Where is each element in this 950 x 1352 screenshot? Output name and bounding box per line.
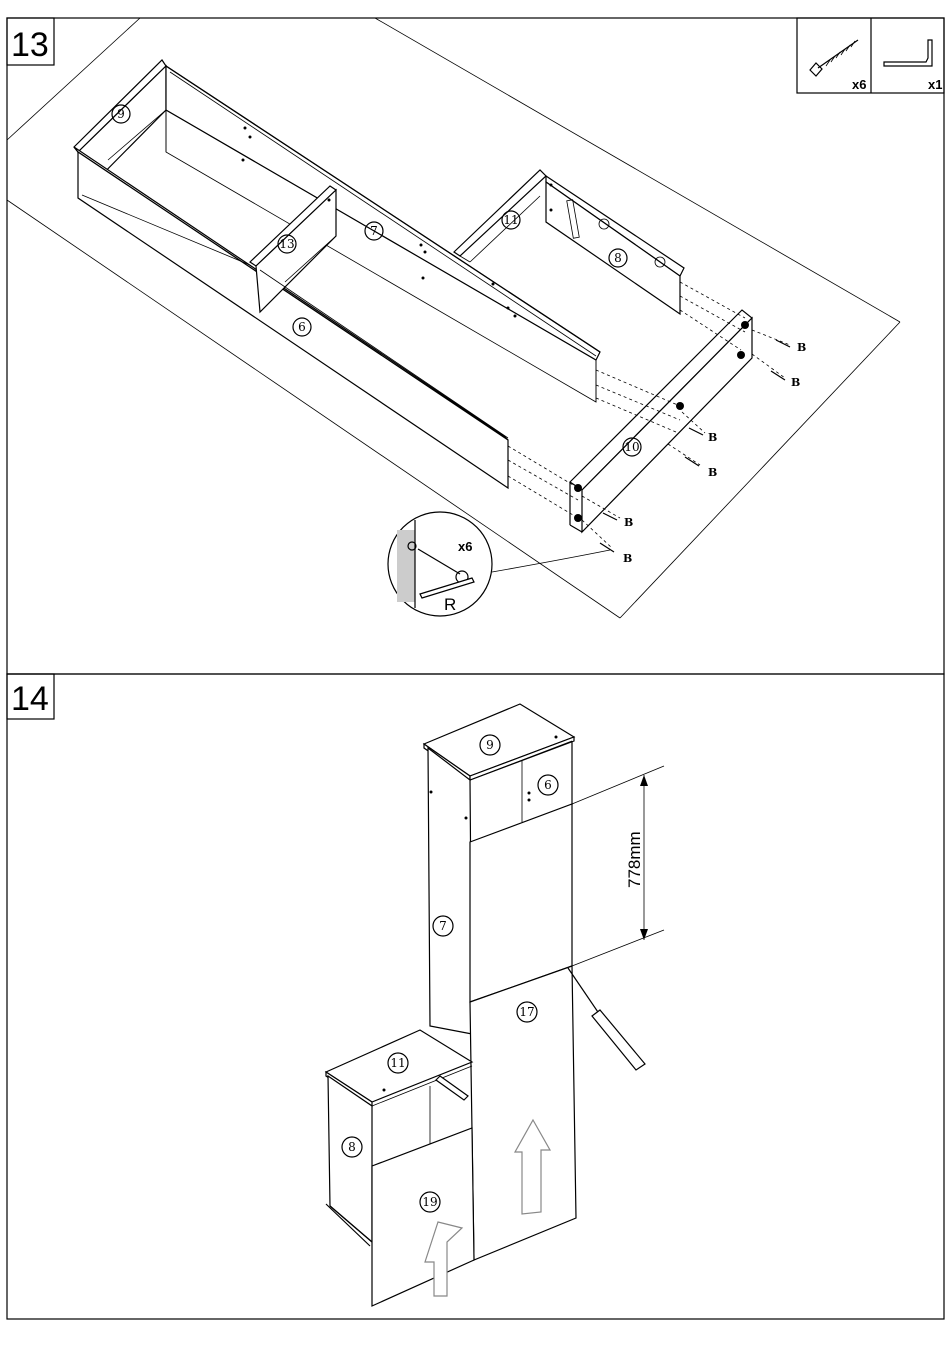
step-13-panel-10 [570, 310, 752, 532]
screw-quantity: x6 [852, 77, 866, 92]
part-label-10: 10 [624, 440, 639, 454]
step-14-small-unit [326, 1030, 474, 1306]
step-14-number: 14 [11, 680, 49, 718]
part-label-13: 13 [279, 237, 294, 251]
dimension-indicator [572, 766, 664, 966]
detail-quantity: x6 [458, 539, 472, 554]
screw-icon [810, 40, 858, 76]
allen-key-icon [884, 40, 932, 66]
screw-label: B [797, 341, 806, 354]
part-label-11: 11 [503, 213, 518, 227]
part-label-19: 19 [422, 1195, 437, 1209]
part-label-7: 7 [439, 919, 447, 933]
part-label-11: 11 [390, 1056, 405, 1070]
screw-label: B [624, 516, 633, 529]
part-label-8: 8 [614, 251, 622, 265]
dimension-label: 778mm [625, 831, 644, 888]
tool-label: R [444, 595, 456, 614]
step-13-number: 13 [11, 26, 49, 64]
key-quantity: x1 [928, 77, 942, 92]
part-label-7: 7 [370, 224, 378, 238]
part-label-8: 8 [348, 1140, 356, 1154]
parts-box: x6 x1 [797, 18, 944, 93]
part-label-6: 6 [544, 778, 552, 792]
step-13-part-labels: 9 13 7 6 11 8 10 [112, 105, 641, 456]
part-label-17: 17 [519, 1005, 534, 1019]
screwdriver-icon [568, 968, 645, 1070]
screw-detail-callout [388, 512, 610, 616]
screw-label: B [708, 466, 717, 479]
screw-label: B [791, 376, 800, 389]
step-13-long-frame [74, 60, 600, 488]
screw-label: B [708, 431, 717, 444]
screw-label: B [623, 552, 632, 565]
part-label-9: 9 [117, 107, 125, 121]
part-label-6: 6 [298, 320, 306, 334]
part-label-9: 9 [486, 738, 494, 752]
